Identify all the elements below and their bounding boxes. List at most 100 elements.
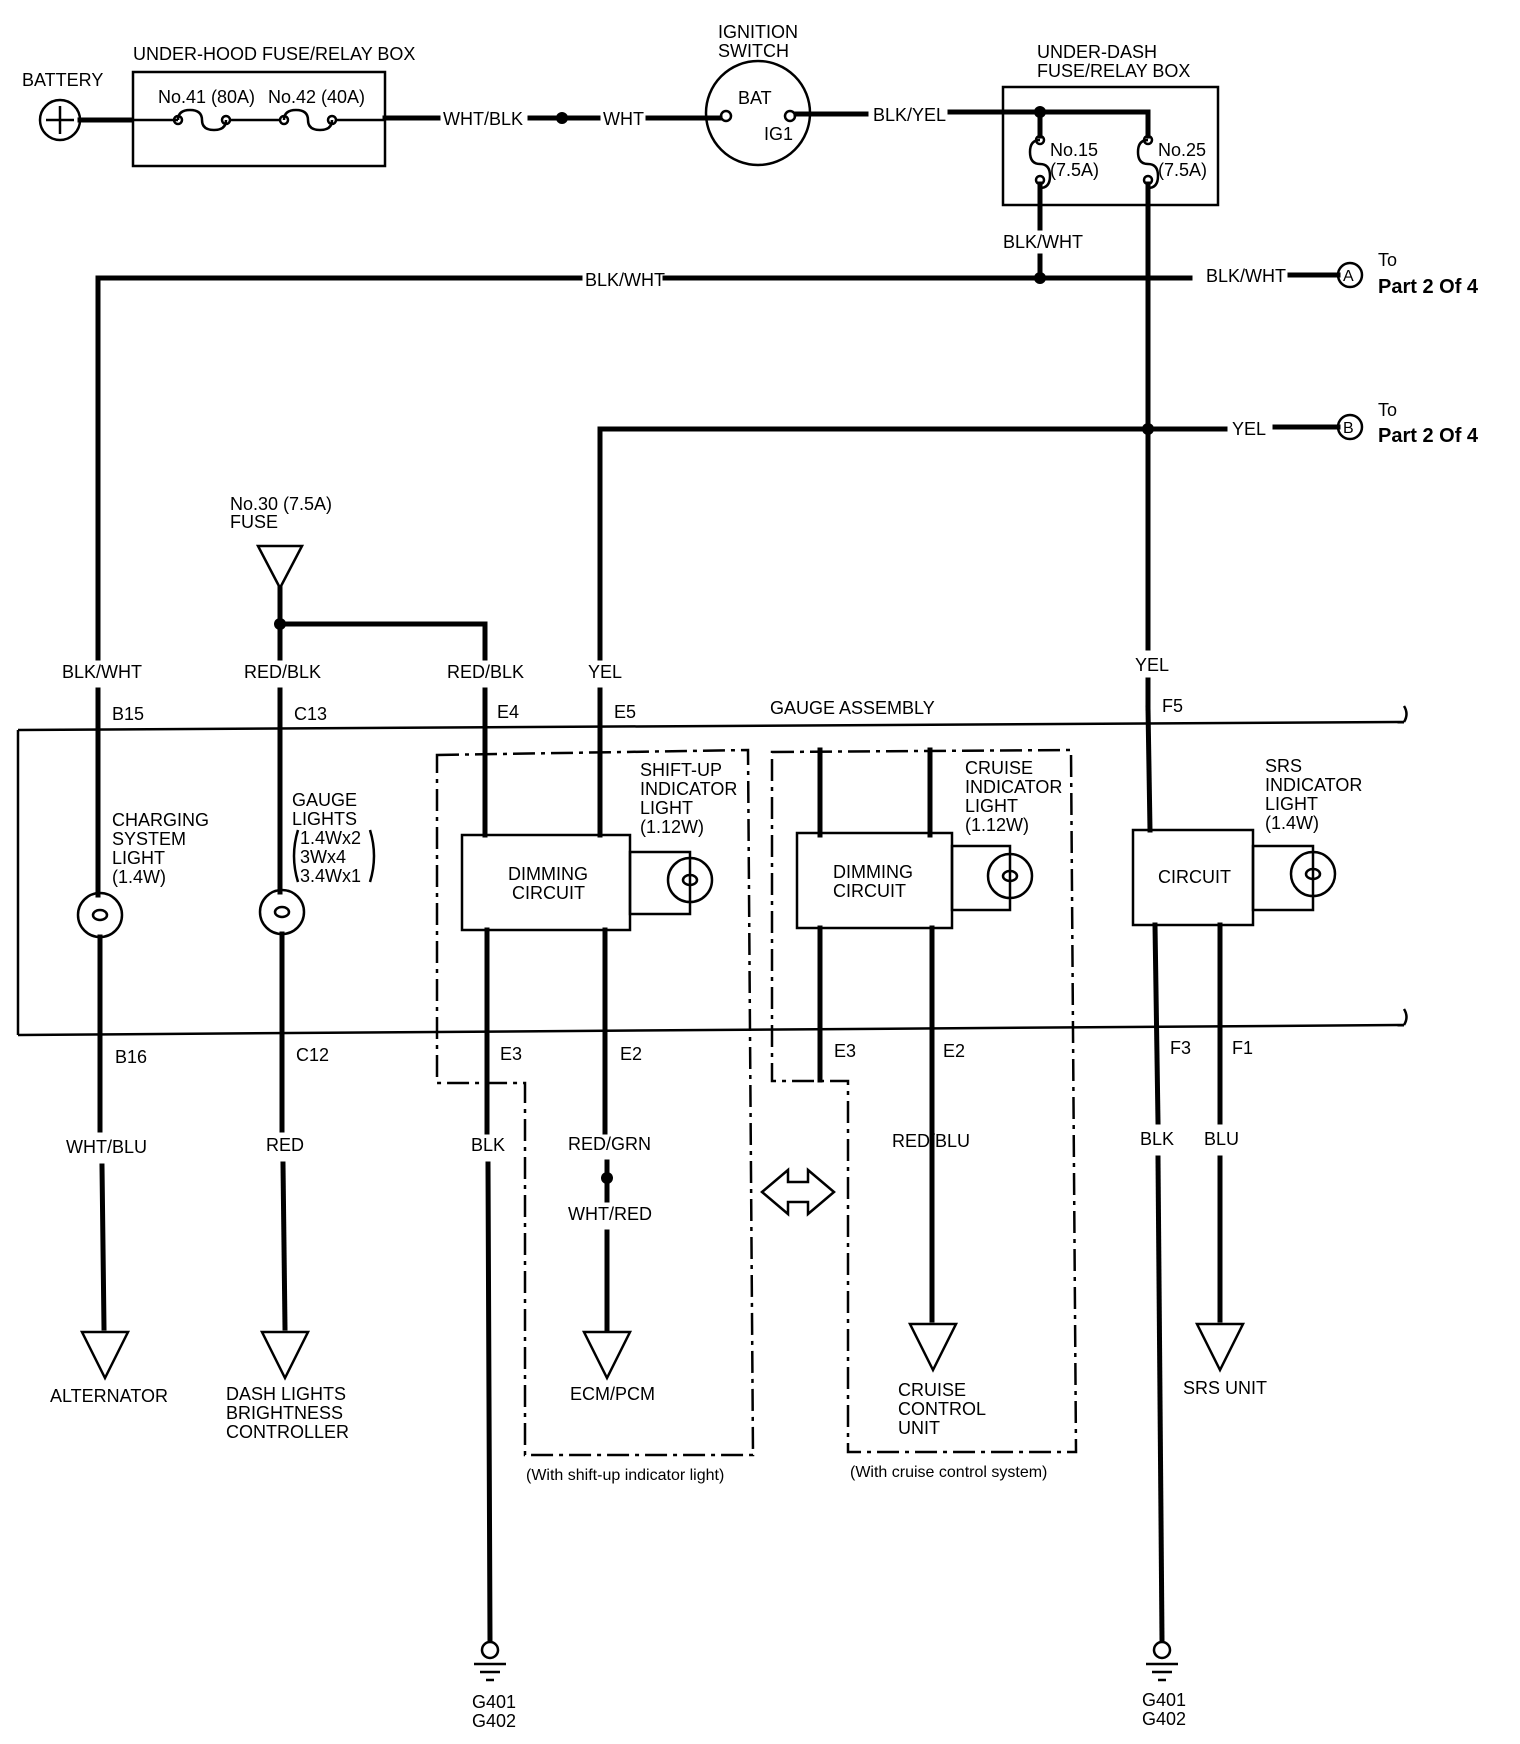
shiftup-option-enclosure [435, 748, 755, 1457]
wire-blk-wht-fuse15: BLK/WHT [1003, 232, 1083, 252]
srs-unit-terminal [1194, 1322, 1246, 1373]
pin-f3: F3 [1170, 1038, 1191, 1058]
cruise-light-label-4: (1.12W) [965, 815, 1029, 835]
wire-blk-yel-label: BLK/YEL [873, 105, 946, 125]
bat-terminal-label: BAT [738, 88, 772, 108]
underdash-label-2: FUSE/RELAY BOX [1037, 61, 1190, 81]
to-label-a: To [1378, 250, 1397, 270]
part2-label-b: Part 2 Of 4 [1378, 425, 1479, 447]
pin-c13: C13 [294, 704, 327, 724]
charging-label-4: (1.4W) [112, 867, 166, 887]
alternator-terminal [79, 1330, 131, 1381]
charging-label-2: SYSTEM [112, 829, 186, 849]
cruise-unit-label-2: CONTROL [898, 1399, 986, 1419]
shiftup-label-4: (1.12W) [640, 817, 704, 837]
dash-ctrl-label-2: BRIGHTNESS [226, 1403, 343, 1423]
ground-symbol-left [474, 1640, 506, 1682]
srs-light-label-4: (1.4W) [1265, 813, 1319, 833]
shiftup-dimming-label-1: DIMMING [508, 864, 588, 884]
wire-red-blk-c13: RED/BLK [244, 662, 321, 682]
cruise-light-bulb [986, 852, 1034, 900]
connector-a-label: A [1343, 268, 1354, 285]
gauge-lights-label-1: GAUGE [292, 790, 357, 810]
gauge-lights-label-2: LIGHTS [292, 809, 357, 829]
cruise-unit-terminal [907, 1322, 959, 1373]
srs-light-label-1: SRS [1265, 756, 1302, 776]
pin-e5: E5 [614, 702, 636, 722]
pin-c12: C12 [296, 1045, 329, 1065]
pin-e3-cruise: E3 [834, 1041, 856, 1061]
charging-label-3: LIGHT [112, 848, 165, 868]
wire-red: RED [266, 1135, 304, 1155]
wire-red-blu: RED/BLU [892, 1131, 970, 1151]
gauge-lights-label-3: 1.4Wx2 [300, 828, 361, 848]
cruise-light-label-1: CRUISE [965, 758, 1033, 778]
fuse25-symbol [1136, 138, 1160, 190]
cruise-light-label-2: INDICATOR [965, 777, 1062, 797]
srs-light-label-2: INDICATOR [1265, 775, 1362, 795]
to-label-b: To [1378, 400, 1397, 420]
cruise-dimming-label-2: CIRCUIT [833, 881, 906, 901]
shiftup-label-2: INDICATOR [640, 779, 737, 799]
wire-wht-label: WHT [603, 109, 644, 129]
srs-light-bulb [1289, 850, 1337, 898]
wire-yel-f5: YEL [1135, 655, 1169, 675]
wire-blk-shift: BLK [471, 1135, 505, 1155]
wire-wht-blu: WHT/BLU [66, 1137, 147, 1157]
srs-light-label-3: LIGHT [1265, 794, 1318, 814]
dash-ctrl-label-3: CONTROLLER [226, 1422, 349, 1442]
pin-b16: B16 [115, 1047, 147, 1067]
shiftup-dimming-label-2: CIRCUIT [512, 883, 585, 903]
wire-yel-to-b: YEL [1232, 419, 1266, 439]
fuse15-symbol [1028, 138, 1052, 190]
srs-unit-label: SRS UNIT [1183, 1378, 1267, 1398]
fuse25-label-1: No.25 [1158, 140, 1206, 160]
fuse42-label: No.42 (40A) [268, 87, 365, 107]
fuse15-label-2: (7.5A) [1050, 160, 1099, 180]
ig1-terminal-label: IG1 [764, 124, 793, 144]
ignition-label-1: IGNITION [718, 22, 798, 42]
wire-blk-wht-main: BLK/WHT [585, 270, 665, 290]
shiftup-light-bulb [666, 856, 714, 904]
wire-wht-blk-label: WHT/BLK [443, 109, 523, 129]
shiftup-label-1: SHIFT-UP [640, 760, 722, 780]
ignition-label-2: SWITCH [718, 41, 789, 61]
fuse30-label-2: FUSE [230, 512, 278, 532]
wire-yel-e5: YEL [588, 662, 622, 682]
with-shiftup-note: (With shift-up indicator light) [526, 1467, 724, 1484]
alternator-label: ALTERNATOR [50, 1386, 168, 1406]
ground-left-label-2: G402 [472, 1711, 516, 1731]
fuse41-label: No.41 (80A) [158, 87, 255, 107]
cruise-unit-label-1: CRUISE [898, 1380, 966, 1400]
connector-a [1336, 261, 1364, 289]
dash-ctrl-label-1: DASH LIGHTS [226, 1384, 346, 1404]
ecm-terminal [581, 1330, 633, 1381]
wire-blu: BLU [1204, 1129, 1239, 1149]
fuse42-symbol [282, 108, 334, 132]
wire-blk-wht-b15: BLK/WHT [62, 662, 142, 682]
charging-light-bulb [76, 891, 124, 939]
gauge-assembly [16, 705, 1408, 1037]
either-or-arrow [760, 1167, 836, 1217]
fuse25-label-2: (7.5A) [1158, 160, 1207, 180]
battery [38, 98, 82, 142]
fuse15-label-1: No.15 [1050, 140, 1098, 160]
charging-label-1: CHARGING [112, 810, 209, 830]
wire-red-grn: RED/GRN [568, 1134, 651, 1154]
cruise-unit-label-3: UNIT [898, 1418, 940, 1438]
dash-controller-terminal [259, 1330, 311, 1381]
fuse41-symbol [176, 108, 228, 132]
part2-label-a: Part 2 Of 4 [1378, 276, 1479, 298]
wire-blk-wht-to-a: BLK/WHT [1206, 266, 1286, 286]
underdash-label-1: UNDER-DASH [1037, 42, 1157, 62]
ecm-label: ECM/PCM [570, 1384, 655, 1404]
underhood-box-label: UNDER-HOOD FUSE/RELAY BOX [133, 44, 415, 64]
gauge-lights-label-5: 3.4Wx1 [300, 866, 361, 886]
ground-right-label-1: G401 [1142, 1690, 1186, 1710]
ground-left-label-1: G401 [472, 1692, 516, 1712]
battery-label: BATTERY [22, 70, 103, 90]
srs-circuit-label: CIRCUIT [1158, 867, 1231, 887]
shiftup-label-3: LIGHT [640, 798, 693, 818]
fuse30-symbol [255, 544, 305, 591]
